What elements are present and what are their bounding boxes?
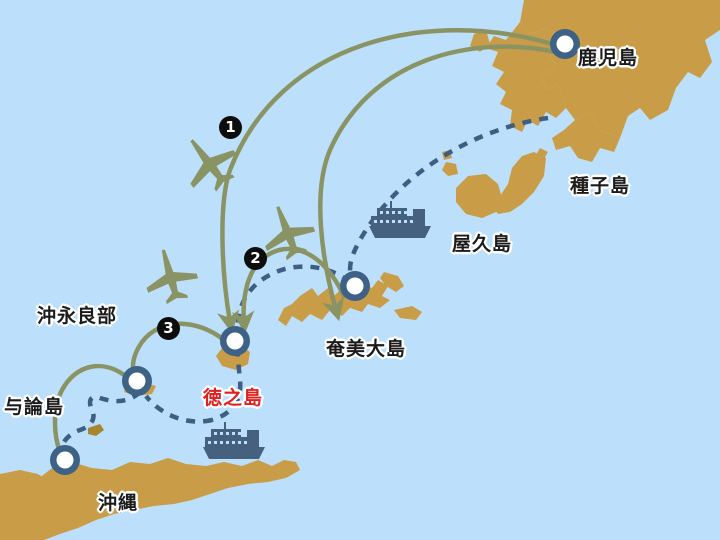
flight-route-kagoshima-amami	[318, 44, 559, 322]
plane-icons	[146, 139, 316, 304]
marker-amami-oshima[interactable]	[340, 271, 370, 301]
plane-icon-1	[190, 139, 237, 192]
land-okinawa	[0, 458, 300, 540]
land-osumi-peninsula	[552, 112, 620, 162]
ferry-route-tokunoshima-okinoerabu	[144, 394, 213, 424]
land-islet-2	[442, 162, 458, 176]
marker-kagoshima[interactable]	[550, 29, 580, 59]
land-amami-southeast	[380, 272, 404, 292]
land-yoronjima	[88, 424, 104, 436]
location-markers	[50, 29, 580, 475]
flight-route-kagoshima-tokunoshima	[217, 28, 555, 334]
plane-icon-3	[146, 249, 199, 304]
land-okinawa-west	[0, 506, 30, 526]
flight-route-okinoerabu-okinawa	[52, 363, 131, 455]
plane-icon-2	[265, 206, 316, 261]
step-badge-2: 2	[244, 247, 267, 270]
ferry-icon-2	[203, 422, 265, 459]
step-badge-3: 3	[157, 317, 180, 340]
ferry-icons	[203, 201, 431, 459]
marker-okinoerabu[interactable]	[122, 366, 152, 396]
land-yakushima	[456, 174, 502, 218]
flight-routes	[52, 28, 559, 455]
marker-okinawa[interactable]	[50, 445, 80, 475]
land-tanegashima-tip	[534, 148, 548, 162]
step-badge-1: 1	[219, 116, 242, 139]
land-tanegashima	[492, 152, 546, 214]
land-okinawa-north	[0, 470, 50, 500]
flight-route-tokunoshima-okinoerabu	[130, 321, 227, 379]
ferry-icon-1	[369, 201, 431, 238]
land-kakeromajima	[394, 306, 422, 320]
ferry-route-kagoshima-amami	[347, 115, 549, 281]
marker-tokunoshima[interactable]	[220, 326, 250, 356]
